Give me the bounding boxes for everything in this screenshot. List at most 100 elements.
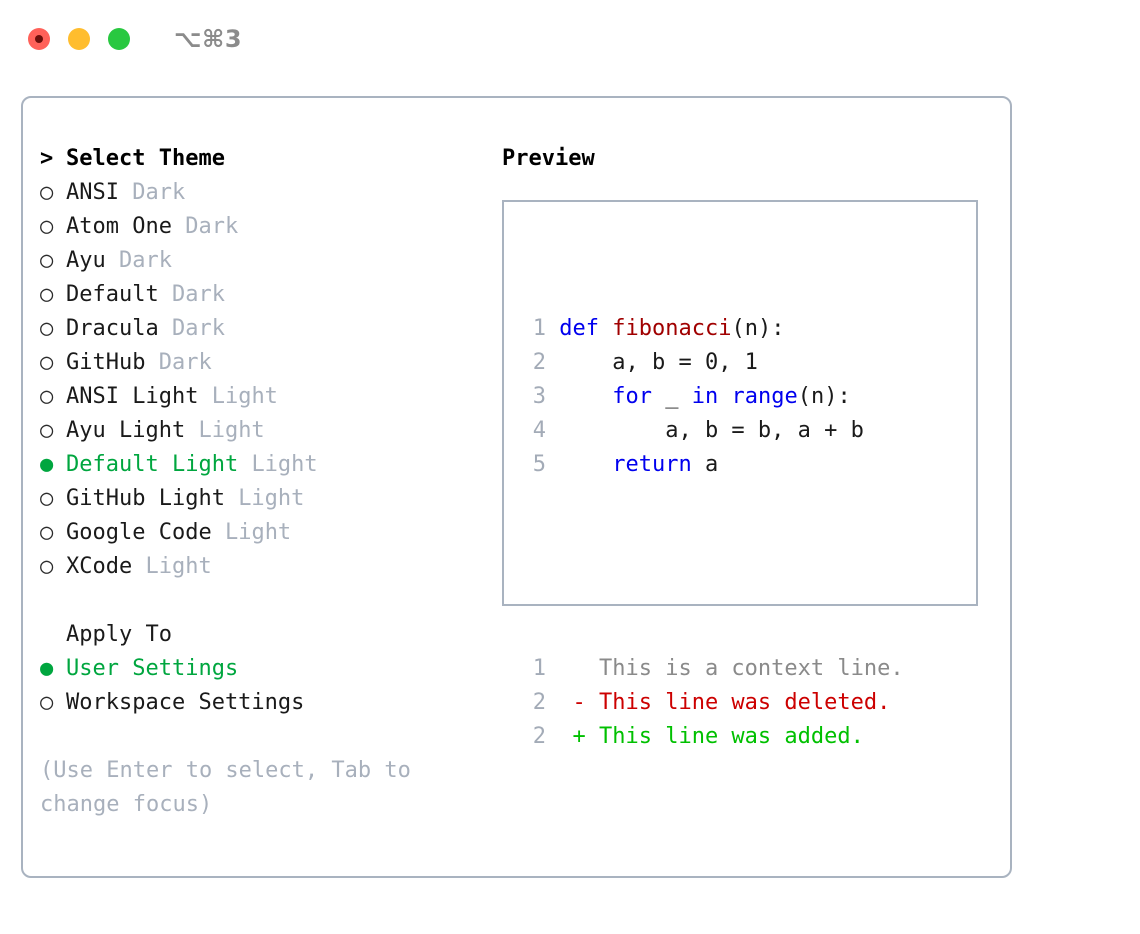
zoom-button[interactable] (108, 28, 130, 50)
code-token: in (691, 384, 719, 409)
radio-unselected-icon: ○ (40, 316, 54, 341)
radio-selected-icon: ● (40, 656, 54, 681)
diff-line: 2 - This line was deleted. (518, 686, 904, 720)
radio-unselected-icon: ○ (40, 384, 54, 409)
code-token: (n): (797, 384, 851, 409)
theme-list-item[interactable]: ○ GitHub Light Light (40, 482, 490, 516)
code-line-number: 5 (532, 452, 546, 477)
theme-list-item-label: Google Code (66, 520, 225, 545)
radio-unselected-icon: ○ (40, 520, 54, 545)
minimize-button[interactable] (68, 28, 90, 50)
theme-list-item-label: GitHub Light (66, 486, 239, 511)
preview-title: Preview (502, 146, 595, 171)
theme-list-item-label: ANSI Light (66, 384, 212, 409)
preview-box: 1 def fibonacci(n): 2 a, b = 0, 1 3 for _ … (502, 200, 978, 749)
code-line: 1 def fibonacci(n): (518, 312, 904, 346)
apply-to-option[interactable]: ○Workspace Settings (40, 686, 490, 720)
apply-to-option-label: Workspace Settings (66, 690, 305, 715)
theme-list-item[interactable]: ○Atom One Dark (40, 210, 490, 244)
theme-list-item[interactable]: ○Dracula Dark (40, 312, 490, 346)
theme-list-item[interactable]: ○ ANSI Dark (40, 176, 490, 210)
theme-list-item-category: Light (224, 520, 292, 545)
apply-to-title: Apply To (66, 622, 172, 647)
theme-list-item-label: Ayu (66, 248, 119, 273)
theme-list-item-label: Ayu Light (66, 418, 199, 443)
theme-list-item-label: ANSI (66, 180, 133, 205)
theme-list-item[interactable]: ○ GitHub Dark (40, 346, 490, 380)
theme-list-item-label: Atom One (66, 214, 186, 239)
radio-unselected-icon: ○ (40, 282, 54, 307)
theme-list-item[interactable]: ○Default Dark (40, 278, 490, 312)
radio-unselected-icon: ○ (40, 418, 54, 443)
preview-pane: Preview 1 def fibonacci(n): 2 a, b = 0, 1… (502, 142, 992, 749)
list-spacer (40, 584, 490, 618)
theme-list-item-label: Default Light (66, 452, 252, 477)
code-diff-gap (518, 550, 904, 584)
diff-line-text: This is a context line. (546, 656, 904, 681)
radio-unselected-icon: ○ (40, 350, 54, 375)
theme-picker: > Select Theme ○ANSI Dark○Atom One Dark○… (40, 142, 490, 822)
apply-to-option[interactable]: ● User Settings (40, 652, 490, 686)
theme-list-item[interactable]: ○ ANSI Light Light (40, 380, 490, 414)
theme-picker-heading: > Select Theme (40, 142, 490, 176)
radio-unselected-icon: ○ (40, 180, 54, 205)
theme-list-item[interactable]: ○XCode Light (40, 550, 490, 584)
theme-list-item-category: Dark (171, 316, 225, 341)
theme-list-item[interactable]: ○ Ayu Dark (40, 244, 490, 278)
theme-list-item-category: Light (238, 486, 305, 511)
theme-list-item-category: Light (198, 418, 265, 443)
radio-unselected-icon: ○ (40, 214, 54, 239)
radio-unselected-icon: ○ (40, 486, 54, 511)
apply-to-option-label: User Settings (66, 656, 239, 681)
keyboard-hint: (Use Enter to select, Tab to change focu… (40, 758, 425, 817)
diff-line-number: 2 (532, 724, 546, 749)
theme-list-item-category: Dark (171, 282, 225, 307)
code-token: (n): (731, 316, 785, 341)
theme-list-item-category: Dark (158, 350, 212, 375)
code-token: a (691, 452, 719, 477)
radio-selected-icon: ● (40, 452, 54, 477)
diff-line-text: - This line was deleted. (546, 690, 891, 715)
theme-list-item-category: Dark (118, 248, 172, 273)
code-line-gutter-space (546, 452, 559, 477)
code-token (718, 384, 731, 409)
keyboard-shortcut-label: ⌥⌘3 (174, 25, 243, 53)
code-line-number: 4 (532, 418, 546, 443)
diff-line: 1 This is a context line. (518, 652, 904, 686)
theme-list-item[interactable]: ○ Ayu Light Light (40, 414, 490, 448)
theme-list-item-category: Light (211, 384, 278, 409)
close-button[interactable] (28, 28, 50, 50)
diff-line-number: 2 (532, 690, 546, 715)
code-line-number: 1 (532, 316, 546, 341)
theme-picker-heading-label: Select Theme (66, 146, 225, 171)
theme-list-item-label: GitHub (66, 350, 159, 375)
code-token (599, 316, 612, 341)
diff-line-number: 1 (532, 656, 546, 681)
theme-list-item-category: Light (251, 452, 318, 477)
theme-list: ○ANSI Dark○Atom One Dark○Ayu Dark○Defaul… (40, 176, 490, 584)
theme-list-item[interactable]: ○ Google Code Light (40, 516, 490, 550)
preview-code: 1 def fibonacci(n): 2 a, b = 0, 1 3 for _ … (518, 244, 904, 822)
code-token (559, 452, 612, 477)
code-token: range (731, 384, 798, 409)
code-line-number: 3 (532, 384, 546, 409)
diff-line-text: + This line was added. (546, 724, 864, 749)
title-bar: ⌥⌘3 (0, 0, 1140, 78)
radio-unselected-icon: ○ (40, 554, 54, 579)
diff-lines: 1 This is a context line.2 - This line w… (518, 652, 904, 754)
code-line-gutter-space (546, 350, 559, 375)
window-controls (28, 28, 130, 50)
theme-list-item-category: Dark (132, 180, 186, 205)
code-line: 5 return a (518, 448, 904, 482)
theme-list-item[interactable]: ● Default Light Light (40, 448, 490, 482)
diff-line: 2 + This line was added. (518, 720, 904, 754)
code-line: 3 for _ in range(n): (518, 380, 904, 414)
main-panel: > Select Theme ○ANSI Dark○Atom One Dark○… (21, 96, 1012, 878)
radio-unselected-icon: ○ (40, 248, 54, 273)
code-token: for (612, 384, 652, 409)
code-token: a, b = 0, 1 (559, 350, 758, 375)
code-token: fibonacci (612, 316, 732, 341)
prompt-caret-icon: > (40, 146, 67, 171)
